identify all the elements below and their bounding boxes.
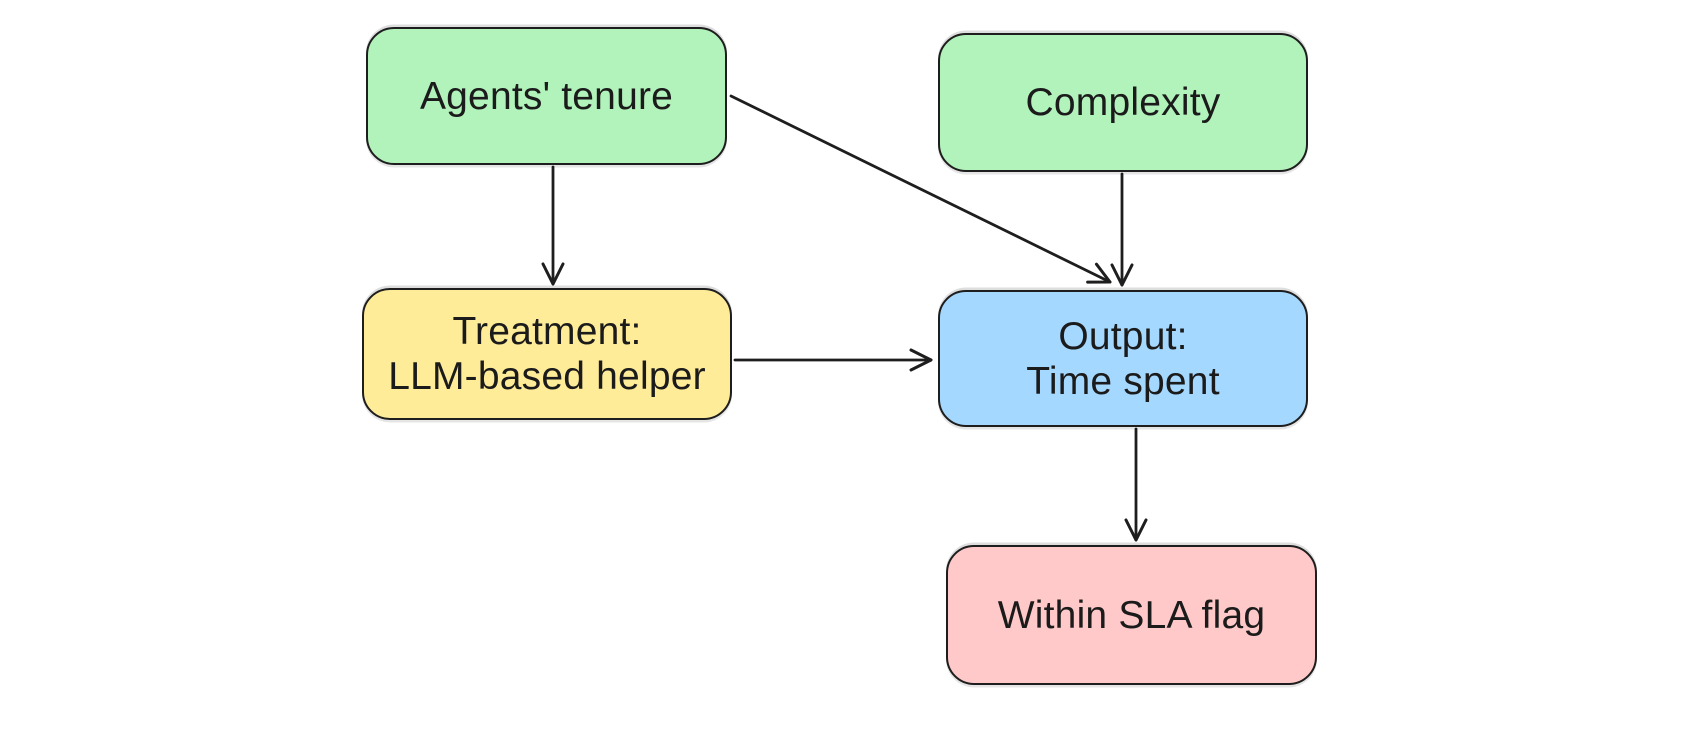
- node-label: Within SLA flag: [997, 593, 1266, 637]
- node-label: Time spent: [1026, 359, 1220, 403]
- node-label: LLM-based helper: [388, 355, 706, 398]
- node-label: Agents' tenure: [419, 74, 674, 118]
- node-agents-tenure: Agents' tenure: [366, 27, 727, 165]
- node-label: Treatment:: [452, 310, 642, 353]
- node-output: Output: Time spent: [938, 290, 1308, 427]
- node-label: Output:: [1058, 314, 1188, 358]
- node-treatment: Treatment: LLM-based helper: [362, 288, 732, 420]
- node-complexity: Complexity: [938, 33, 1308, 172]
- node-within-sla-flag: Within SLA flag: [946, 545, 1317, 685]
- node-label: Complexity: [1025, 81, 1221, 124]
